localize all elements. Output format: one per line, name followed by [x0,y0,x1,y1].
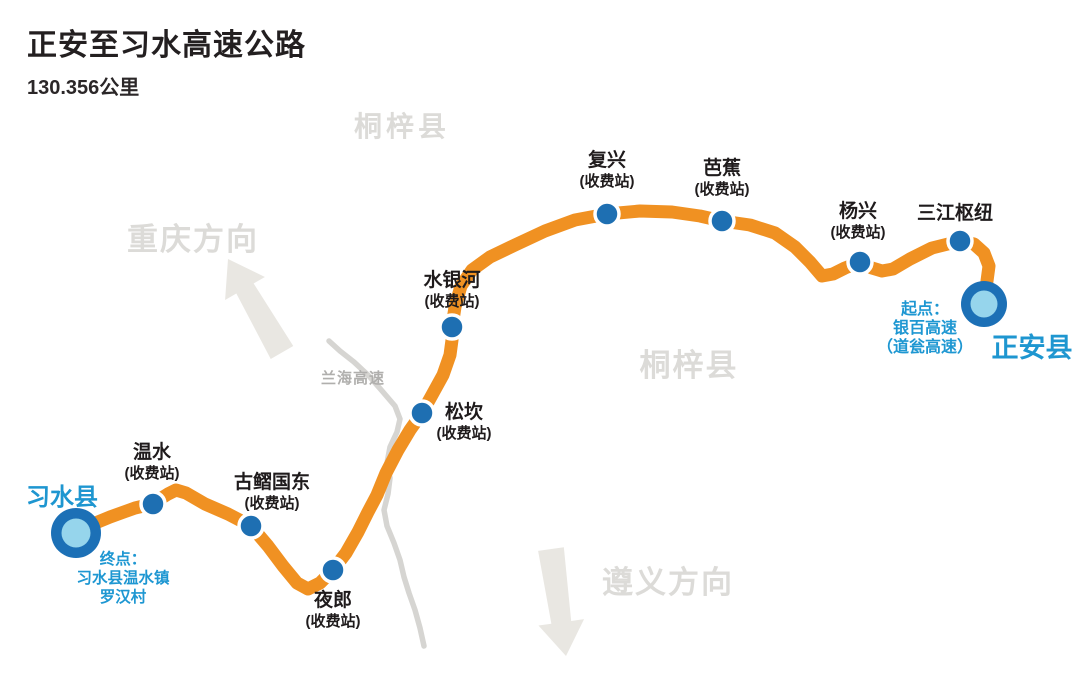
station-label-songkan: 松坎 (收费站) [436,402,492,442]
station-dot-yelang [319,556,347,584]
station-dot-yangxing [846,248,874,276]
start-note-line2: 银百高速 [892,320,958,337]
end-note-line3: 罗汉村 [99,589,147,606]
station-label-bajiao: 芭蕉 (收费站) [694,158,750,198]
station-label-guxiguodong: 古鳛国东 (收费站) [233,472,311,512]
watermark-zunyi-direction: 遵义方向 [602,565,734,600]
station-dot-sanjiang-hub [946,227,974,255]
station-dot-wenshui [139,490,167,518]
watermark-tongzi-mid: 桐梓县 [639,348,739,383]
station-label-wenshui: 温水 (收费站) [124,442,180,482]
end-note-line2: 习水县温水镇 [76,570,170,587]
start-point-note: 起点： 银百高速 （道瓮高速） [877,300,973,357]
station-label-yangxing: 杨兴 (收费站) [830,201,886,241]
start-note-line3: （道瓮高速） [876,339,974,356]
watermark-tongzi-top: 桐梓县 [353,111,451,142]
xishui-county-label: 习水县 [26,484,98,511]
end-point-note: 终点： 习水县温水镇 罗汉村 [76,550,169,607]
station-label-sanjiang-hub: 三江枢纽 [916,203,994,224]
lanhai-expressway-label: 兰海高速 [320,370,386,387]
zhengan-county-label: 正安县 [991,333,1073,363]
route-length: 130.356公里 [27,77,140,99]
station-dot-shuiyinhe [438,313,466,341]
title-block: 正安至习水高速公路 130.356公里 [27,20,306,100]
station-label-yelang: 夜郎 (收费站) [305,590,361,630]
station-dot-bajiao [708,207,736,235]
station-dot-guxiguodong [237,512,265,540]
end-note-line1: 终点： [99,551,147,568]
expressway-route-line [69,204,996,596]
station-label-shuiyinhe: 水银河 (收费站) [423,270,481,310]
watermark-chongqing-direction: 重庆方向 [127,222,259,257]
zhengan-terminal-center [970,290,998,318]
xishui-terminal-center [61,518,91,548]
chongqing-direction-arrow [225,259,294,360]
station-dot-fuxing [593,200,621,228]
page-title: 正安至习水高速公路 [27,29,306,62]
start-note-line1: 起点： [900,301,950,318]
station-label-fuxing: 复兴 (收费站) [579,150,635,190]
zunyi-direction-arrow [538,547,585,656]
station-dot-songkan [408,399,436,427]
